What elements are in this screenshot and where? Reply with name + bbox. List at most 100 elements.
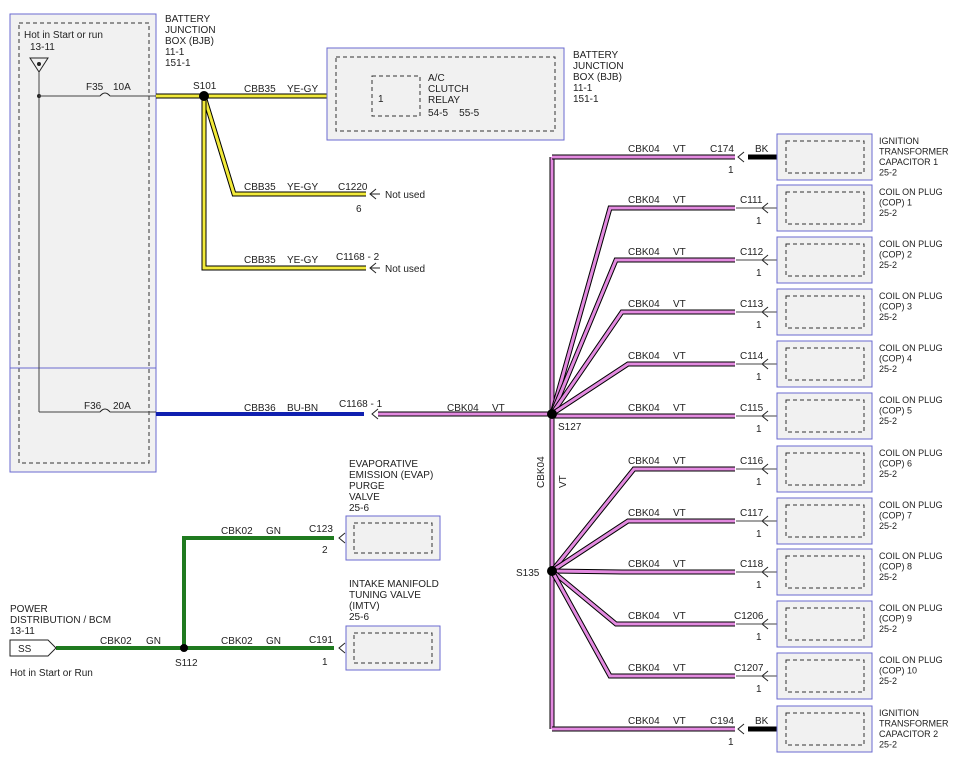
component-title-line: 25-2 — [879, 416, 897, 426]
evap-title-line3: PURGE — [349, 481, 385, 492]
splice-s101-label: S101 — [193, 81, 217, 92]
wire-cbk04-row-8 — [551, 519, 735, 573]
connector-c112: C112 — [740, 247, 764, 258]
wire-cbk04-row-label: CBK04 — [628, 663, 660, 674]
component-title-line: (COP) 5 — [879, 406, 912, 416]
connector-pin: 1 — [756, 529, 762, 540]
wire-cbk04-row-label: CBK04 — [628, 144, 660, 155]
component-title-line: 25-2 — [879, 740, 897, 750]
wire-bk-label: BK — [755, 144, 769, 155]
component-title-line: (COP) 10 — [879, 666, 917, 676]
wire-vt-row-label: VT — [673, 195, 686, 206]
component-title-line: (COP) 4 — [879, 354, 912, 364]
connector-c191-pin: 1 — [322, 657, 328, 668]
component-title-line: 25-2 — [879, 364, 897, 374]
bjb2-title-line1: BATTERY — [573, 50, 619, 61]
wire-vt-row-label: VT — [673, 559, 686, 570]
power-source-icon — [29, 57, 49, 73]
bjb2-title-line5: 151-1 — [573, 94, 599, 105]
component-box — [776, 445, 873, 493]
relay-title-line3: RELAY — [428, 95, 460, 106]
component-inner — [785, 399, 865, 433]
wire-cbb35-label-2: CBB35 — [244, 182, 276, 193]
wire-vt-row-label: VT — [673, 403, 686, 414]
connector-c1168-2-icon — [369, 262, 380, 274]
wire-cbk04-row-3-outline — [549, 257, 735, 415]
wire-vt-row-label: VT — [673, 716, 686, 727]
wire-yegy-label-2: YE-GY — [287, 182, 318, 193]
connector-c111: C111 — [740, 195, 763, 206]
wire-cbk04-row-3 — [550, 258, 735, 415]
wire-cbk04-row-4 — [550, 310, 735, 415]
component-title-line: COIL ON PLUG — [879, 603, 943, 613]
bjb2-title-line2: JUNCTION — [573, 61, 624, 72]
fuse-f35-rating: 10A — [113, 82, 131, 93]
connector-c1168-1: C1168 - 1 — [339, 399, 383, 410]
component-box — [776, 652, 873, 700]
component-inner — [785, 191, 865, 225]
power-title-line2: DISTRIBUTION / BCM — [10, 615, 111, 626]
component-title-line: COIL ON PLUG — [879, 655, 943, 665]
imtv-title-line2: TUNING VALVE — [349, 590, 421, 601]
component-title-line: (COP) 6 — [879, 459, 912, 469]
bjb-title-line5: 151-1 — [165, 58, 191, 69]
component-title-line: 25-2 — [879, 521, 897, 531]
component-title-line: 25-2 — [879, 469, 897, 479]
connector-c118: C118 — [740, 559, 764, 570]
connector-pin: 1 — [756, 216, 762, 227]
wire-cbk04-vertical-label: CBK04 — [536, 456, 547, 488]
evap-valve-box — [345, 515, 441, 561]
imtv-title-line4: 25-6 — [349, 612, 369, 623]
wire-cbk02-label-1: CBK02 — [100, 636, 132, 647]
wire-yegy-label-3: YE-GY — [287, 255, 318, 266]
wire-yegy-label: YE-GY — [287, 84, 318, 95]
connector-pin: 1 — [756, 684, 762, 695]
connector-c1206: C1206 — [734, 611, 764, 622]
splice-s101 — [199, 91, 209, 101]
wire-cbk04-row-label: CBK04 — [628, 351, 660, 362]
component-title-line: CAPACITOR 2 — [879, 729, 938, 739]
component-title-line: TRANSFORMER — [879, 719, 949, 729]
evap-title-line2: EMISSION (EVAP) — [349, 470, 433, 481]
component-box — [776, 600, 873, 648]
component-inner — [785, 243, 865, 277]
wire-vt-row-label: VT — [673, 351, 686, 362]
connector-c123: C123 — [309, 524, 333, 535]
connector-c1168-1-icon — [371, 408, 379, 420]
wire-vt-row-label: VT — [673, 247, 686, 258]
component-title-line: COIL ON PLUG — [879, 448, 943, 458]
connector-c1220: C1220 — [338, 182, 368, 193]
imtv-title-line1: INTAKE MANIFOLD — [349, 579, 439, 590]
connector-chevron-icon — [737, 151, 745, 163]
wire-cbb35-label-3: CBB35 — [244, 255, 276, 266]
bjb-box — [9, 13, 157, 473]
relay-title-line4: 54-5 55-5 — [428, 108, 480, 119]
wire-vt-row-label: VT — [673, 456, 686, 467]
bjb-hot-ref: 13-11 — [30, 42, 55, 53]
wire-cbk04-row-9 — [551, 569, 735, 574]
wire-vt-row-label: VT — [673, 144, 686, 155]
bjb2-title-line4: 11-1 — [573, 83, 593, 94]
violet-harness — [549, 154, 735, 732]
connector-c115: C115 — [740, 403, 764, 414]
connector-c116: C116 — [740, 456, 764, 467]
wire-cbk02-label-2: CBK02 — [221, 526, 253, 537]
bjb-title-line1: BATTERY — [165, 14, 211, 25]
fuse-f36-icon — [99, 408, 111, 413]
wire-cbk04-row-label: CBK04 — [628, 403, 660, 414]
component-title-line: 25-2 — [879, 312, 897, 322]
component-box — [776, 548, 873, 596]
power-title-line3: 13-11 — [10, 626, 35, 637]
wire-cbk04-row-label: CBK04 — [628, 611, 660, 622]
connector-c174: C174 — [710, 144, 734, 155]
wire-gn-label-1: GN — [146, 636, 161, 647]
component-title-line: 25-2 — [879, 168, 897, 178]
wire-cbk04-row-label: CBK04 — [628, 508, 660, 519]
wire-cbk02-label-3: CBK02 — [221, 636, 253, 647]
splice-s112-label: S112 — [175, 658, 198, 669]
